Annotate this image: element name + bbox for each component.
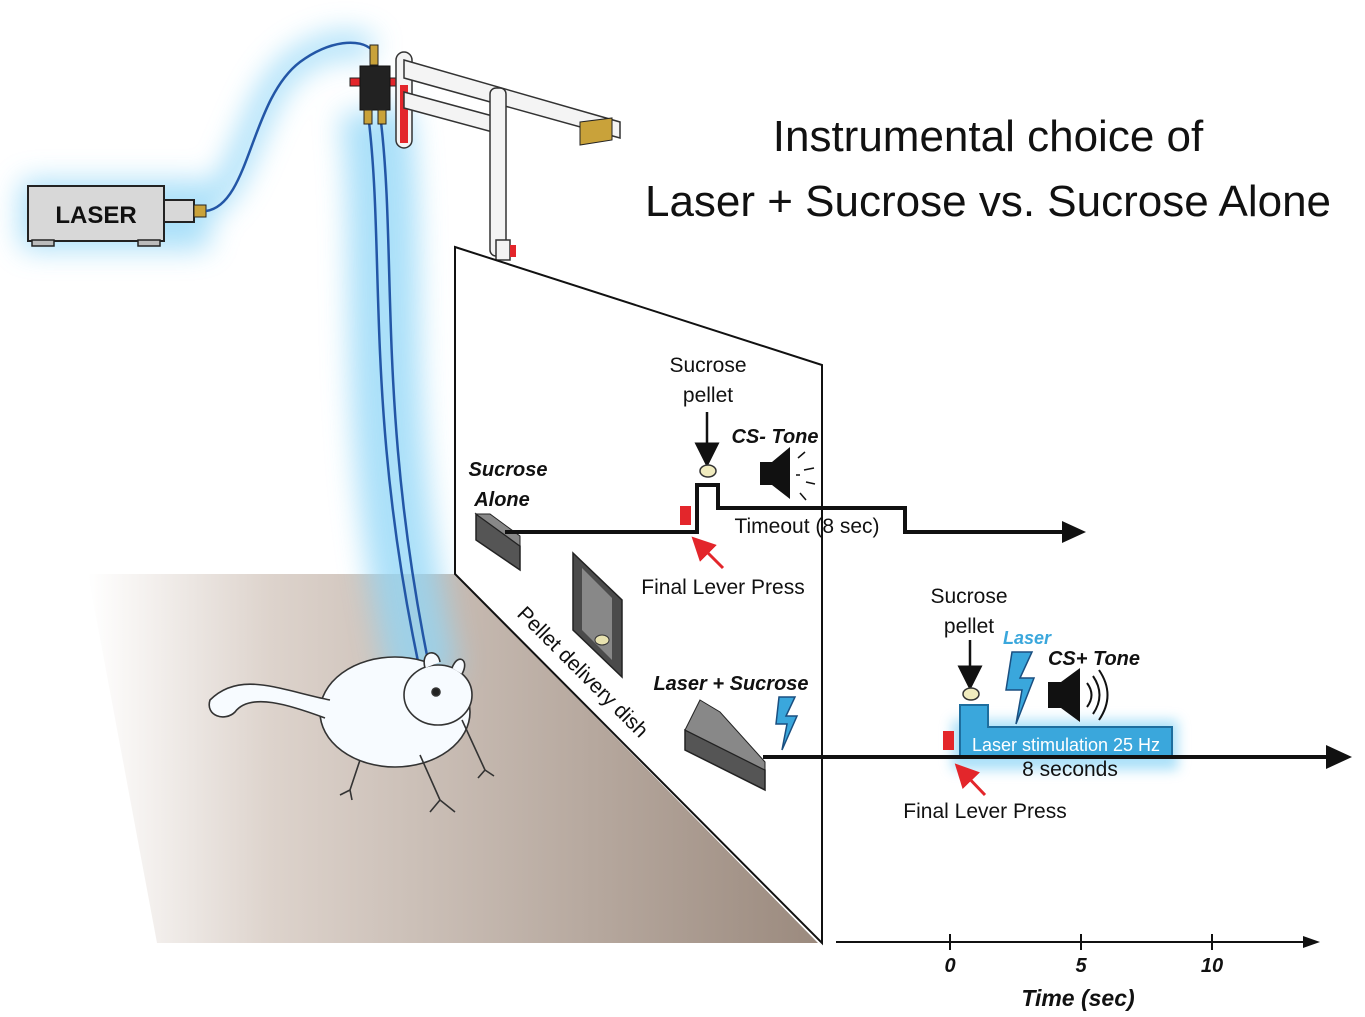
rat-figure [208, 652, 495, 813]
top-pellet-label-line2: pellet [683, 384, 733, 407]
bottom-press-arrow [954, 763, 987, 797]
top-lever-label-line1: Sucrose [469, 459, 548, 481]
top-pellet-icon [699, 464, 717, 478]
time-tick-label-0: 0 [944, 955, 955, 977]
top-tone-label: CS- Tone [731, 426, 818, 448]
time-axis-label: Time (sec) [1021, 985, 1134, 1011]
lightning-small-icon [775, 696, 799, 751]
time-tick-label-5: 5 [1075, 955, 1087, 977]
speaker-muted-icon [760, 447, 816, 501]
bottom-press-marker [943, 731, 954, 750]
bottom-pellet-label-line2: pellet [944, 615, 994, 638]
commutator-arm [349, 44, 621, 261]
laser-box [27, 185, 165, 242]
bottom-pellet-label-line1: Sucrose [930, 585, 1007, 608]
duration-label: 8 seconds [1022, 758, 1118, 781]
bottom-trial-arrowhead [1326, 745, 1352, 769]
lightning-icon [1005, 651, 1036, 725]
chamber-floor [88, 574, 818, 943]
top-lever-label-line2: Alone [473, 489, 530, 511]
top-trial-timeline [505, 483, 1065, 534]
bottom-pellet-icon [962, 687, 980, 701]
top-press-arrow [691, 536, 725, 570]
fiber-cable-left [367, 121, 424, 681]
top-press-marker [680, 506, 691, 525]
pellet-delivery-dish [572, 551, 623, 679]
bottom-press-label: Final Lever Press [903, 800, 1066, 823]
top-lever[interactable] [474, 512, 521, 572]
top-timeout-label: Timeout (8 sec) [734, 515, 879, 538]
bottom-lever-label: Laser + Sucrose [653, 673, 808, 695]
fiber-cable-right [379, 121, 434, 681]
speaker-sound-icon [1048, 668, 1109, 722]
fiber-cable-main [205, 41, 373, 213]
title-line-2: Laser + Sucrose vs. Sucrose Alone [645, 177, 1331, 226]
time-tick-label-10: 10 [1201, 955, 1223, 977]
stim-label: Laser stimulation 25 Hz [972, 735, 1160, 755]
top-trial-arrowhead [1062, 521, 1086, 543]
bottom-tone-label: CS+ Tone [1048, 648, 1140, 670]
bottom-lever[interactable] [684, 699, 766, 792]
top-press-label: Final Lever Press [641, 576, 804, 599]
time-axis-arrowhead [1303, 936, 1320, 948]
laser-box-label: LASER [55, 202, 136, 229]
top-pellet-label-line1: Sucrose [669, 354, 746, 377]
laser-device: LASER [27, 185, 207, 247]
title-line-1: Instrumental choice of [773, 112, 1204, 161]
laser-label: Laser [1003, 628, 1052, 648]
